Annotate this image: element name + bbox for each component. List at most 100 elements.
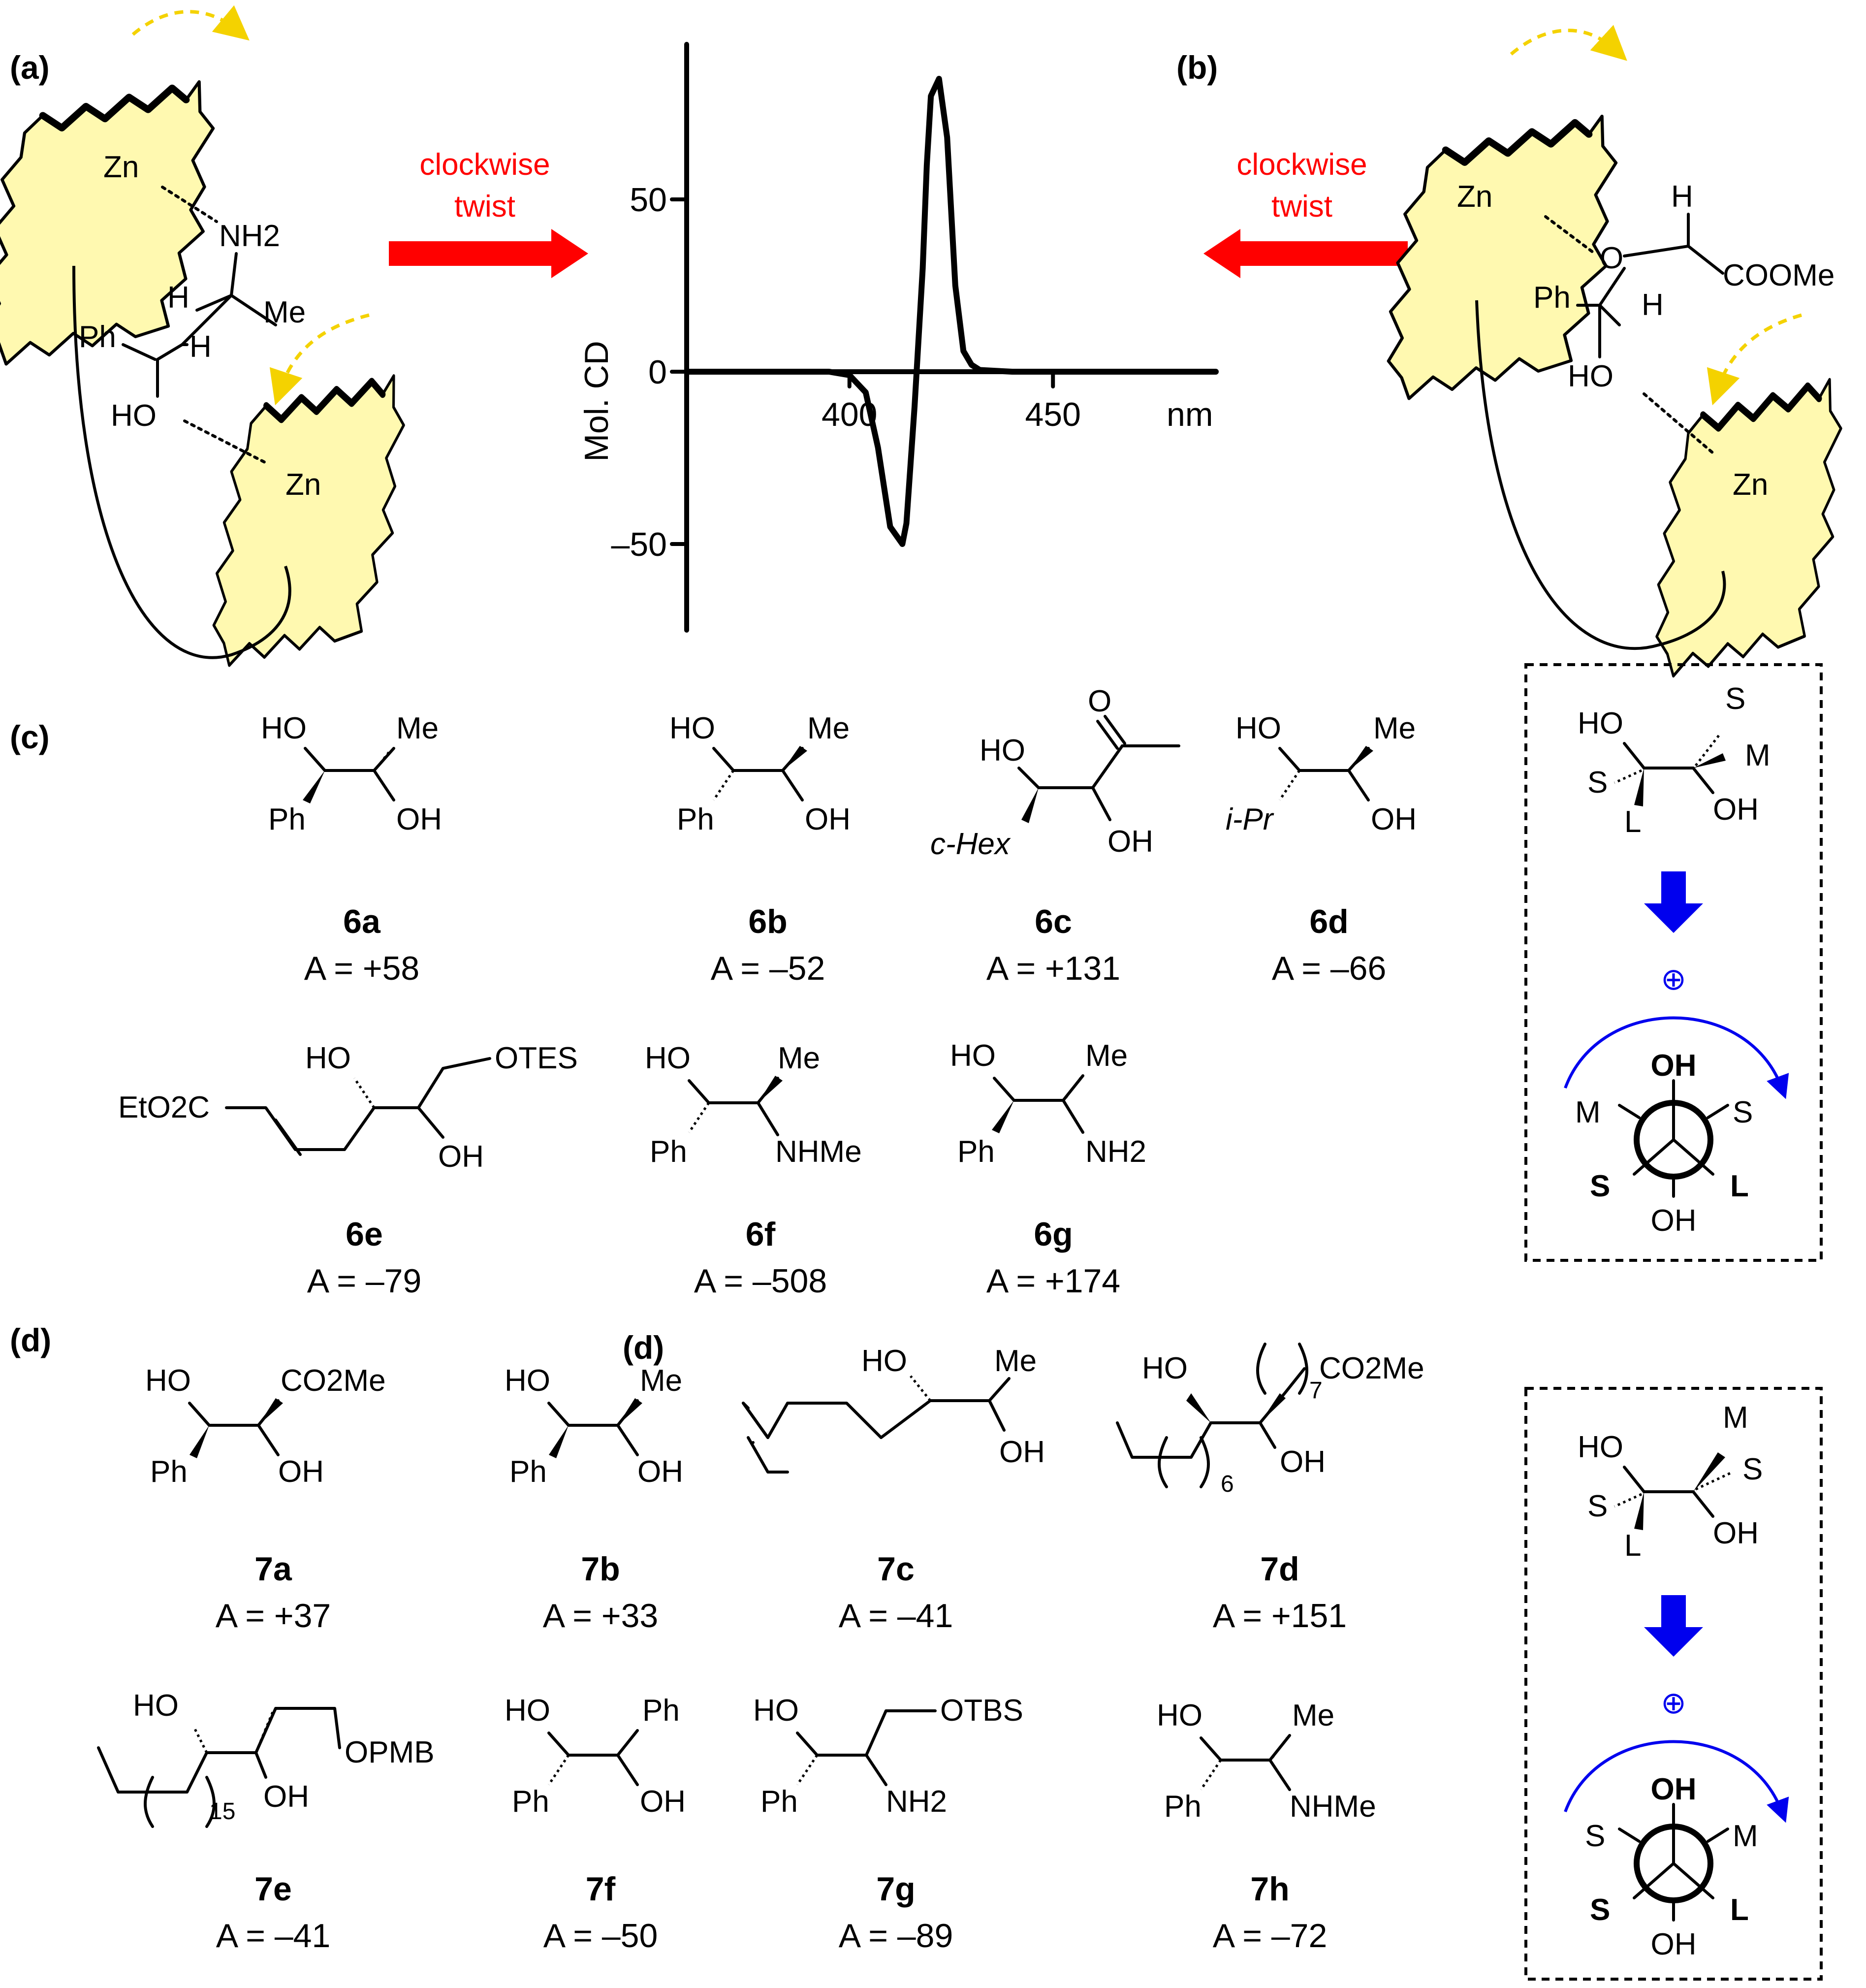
compound-a-7a: A = +37 xyxy=(216,1597,331,1635)
newman-s-left: S xyxy=(1585,1819,1605,1853)
compound-id-6e: 6e xyxy=(346,1216,383,1253)
compound-id-7h: 7h xyxy=(1250,1870,1289,1908)
molecule-7g: HO OTBS Ph NH2 xyxy=(753,1694,1023,1819)
group-opmb: OPMB xyxy=(345,1735,435,1769)
twist-label-left-line1: clockwise xyxy=(419,148,550,182)
group-ph: Ph xyxy=(642,1694,680,1728)
newman-oh-top: OH xyxy=(1651,1049,1697,1083)
y-axis-label: Mol. CD xyxy=(578,341,615,462)
group-ph: Ph xyxy=(957,1135,995,1169)
molecule-6e: EtO2C HO OTES OH xyxy=(118,1041,578,1174)
group-ph: Ph xyxy=(150,1455,188,1489)
y-tick-label-minus50: –50 xyxy=(611,526,667,563)
newman-s-bold: S xyxy=(1590,1169,1610,1203)
porphyrin-plate-bottom-a xyxy=(205,344,414,696)
panel-label-d-stray: (d) xyxy=(623,1329,664,1366)
clockwise-arrow-icon xyxy=(1564,1740,1789,1823)
porphyrin-plate-bottom-b xyxy=(1648,354,1850,701)
group-ho: HO xyxy=(305,1041,351,1075)
zn-label-a-bottom: Zn xyxy=(285,468,321,502)
group-ho: HO xyxy=(645,1041,691,1075)
twist-arrow-right: clockwise twist xyxy=(1203,148,1408,278)
coordination-oh-zn-b xyxy=(1643,392,1714,454)
group-oh: OH xyxy=(1107,825,1153,859)
h-label-b-2: H xyxy=(1642,288,1664,322)
newman-l-bold: L xyxy=(1730,1893,1749,1927)
model-s-top: S xyxy=(1725,682,1745,716)
group-nh2: NH2 xyxy=(1085,1135,1146,1169)
group-ph: Ph xyxy=(650,1135,687,1169)
compound-a-7e: A = –41 xyxy=(216,1917,331,1955)
compound-a-6e: A = –79 xyxy=(307,1262,422,1300)
panel-label-d: (d) xyxy=(10,1322,51,1358)
molecule-6b: HO Me Ph OH xyxy=(669,711,851,836)
complex-b: Zn Zn H O COOMe Ph H HO xyxy=(1378,25,1850,701)
x-tick-label-450: 450 xyxy=(1025,396,1080,433)
group-oh: OH xyxy=(805,802,851,836)
group-ho: HO xyxy=(861,1344,907,1378)
molecule-7c: HO Me OH xyxy=(742,1344,1045,1474)
compound-id-7d: 7d xyxy=(1260,1550,1299,1588)
compound-id-6a: 6a xyxy=(343,903,381,940)
subscript-6: 6 xyxy=(1221,1471,1234,1497)
zn-label-a-top: Zn xyxy=(103,150,139,184)
compound-a-7d: A = +151 xyxy=(1213,1597,1347,1635)
group-oh: OH xyxy=(1371,802,1417,836)
cd-curve-series xyxy=(684,76,1219,547)
group-me: Me xyxy=(807,711,850,745)
down-arrow-icon xyxy=(1644,1595,1703,1657)
group-ho: HO xyxy=(505,1364,550,1398)
twist-label-left-line2: twist xyxy=(454,190,515,224)
group-nhme: NHMe xyxy=(775,1135,862,1169)
compound-a-6d: A = –66 xyxy=(1272,950,1387,987)
group-oh: OH xyxy=(1280,1445,1326,1479)
molecule-6d: HO Me i-Pr OH xyxy=(1226,711,1417,836)
molecule-6a: HO Me Ph OH xyxy=(261,711,442,836)
coordination-o-zn-b xyxy=(1544,215,1596,255)
model-s-left: S xyxy=(1587,1489,1608,1523)
plus-icon: ⊕ xyxy=(1661,962,1686,996)
model-l: L xyxy=(1624,1529,1641,1563)
plus-icon: ⊕ xyxy=(1661,1686,1686,1720)
group-me: Me xyxy=(640,1364,682,1398)
compound-a-6b: A = –52 xyxy=(711,950,825,987)
molecule-6f: HO Me Ph NHMe xyxy=(645,1041,862,1169)
compound-a-7f: A = –50 xyxy=(543,1917,658,1955)
group-o: O xyxy=(1088,684,1111,718)
model-box-d: HO M S S L OH ⊕ OH S M S L OH xyxy=(1524,1387,1823,1981)
compound-a-7g: A = –89 xyxy=(839,1917,953,1955)
group-nh2: NH2 xyxy=(886,1785,947,1819)
coordination-o-zn-a xyxy=(183,419,267,464)
model-m: M xyxy=(1745,738,1771,772)
down-arrow-icon xyxy=(1644,871,1703,933)
compound-id-7b: 7b xyxy=(581,1550,620,1588)
compound-id-6d: 6d xyxy=(1309,903,1348,940)
molecule-7a: HO CO2Me Ph OH xyxy=(145,1364,386,1489)
cd-spectrum-chart: 50 0 –50 400 450 nm Mol. CD xyxy=(578,42,1219,633)
panel-label-b: (b) xyxy=(1176,49,1218,86)
model-m: M xyxy=(1723,1401,1748,1435)
molecule-6c: O HO c-Hex OH xyxy=(930,684,1180,861)
molecule-6g: HO Me Ph NH2 xyxy=(950,1039,1146,1169)
molecule-7h: HO Me Ph NHMe xyxy=(1157,1699,1376,1824)
ho-label-a: HO xyxy=(111,399,157,433)
panel-label-a: (a) xyxy=(10,49,50,86)
group-ho: HO xyxy=(145,1364,191,1398)
newman-oh-bottom: OH xyxy=(1651,1927,1697,1961)
y-tick-label-0: 0 xyxy=(648,353,667,391)
group-oh: OH xyxy=(640,1785,686,1819)
group-me: Me xyxy=(994,1344,1037,1378)
group-oh: OH xyxy=(263,1780,309,1814)
group-ho: HO xyxy=(1235,711,1281,745)
clockwise-arrow-icon xyxy=(1564,1016,1789,1099)
model-ho: HO xyxy=(1578,1430,1623,1464)
compound-a-6g: A = +174 xyxy=(986,1262,1120,1300)
newman-oh-top: OH xyxy=(1651,1772,1697,1806)
twist-arrow-left: clockwise twist xyxy=(389,148,588,278)
group-me: Me xyxy=(1085,1039,1128,1073)
group-ph: Ph xyxy=(509,1455,547,1489)
group-oh: OH xyxy=(438,1140,484,1174)
ph-label-a: Ph xyxy=(79,320,116,354)
rotation-arrow-a-top xyxy=(131,5,250,41)
group-me: Me xyxy=(778,1041,820,1075)
